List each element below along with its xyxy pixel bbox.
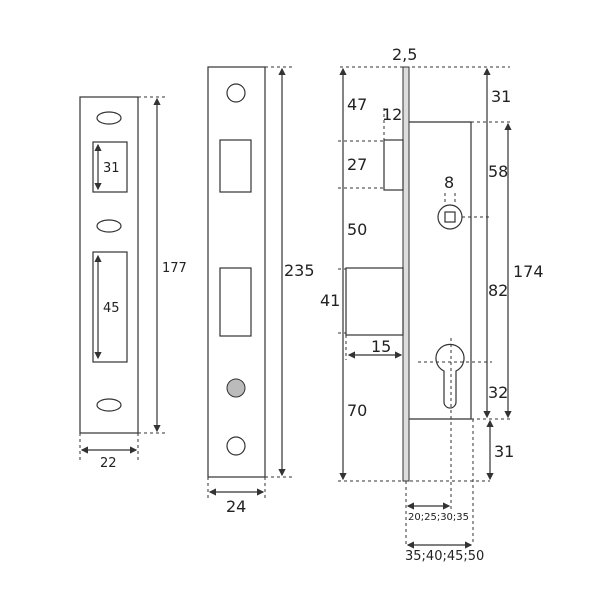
thickness-dim: 2,5	[392, 45, 417, 64]
bolt-to-bottom-dim: 70	[347, 401, 367, 420]
strike-plate: 31 45 177 22	[79, 96, 187, 471]
bottom-offset-dim: 31	[494, 442, 514, 461]
strike-height-dim: 177	[162, 261, 187, 276]
spindle-to-cylinder-dim: 82	[488, 281, 508, 300]
case-height-dim: 174	[513, 262, 544, 281]
top-to-spindle-dim: 58	[488, 162, 508, 181]
faceplate-height-dim: 235	[284, 261, 315, 280]
cutout-top-dim: 31	[103, 161, 120, 176]
latch-projection-dim: 12	[382, 105, 402, 124]
lock-body: 2,5 47 12 27 50 41 15 70 31 58 8 82 174 …	[320, 45, 544, 564]
latch-to-bolt-dim: 50	[347, 220, 367, 239]
faceplate: 235 24	[207, 66, 315, 516]
strike-width-dim: 22	[100, 456, 117, 471]
top-offset-dim: 31	[491, 87, 511, 106]
cutout-bottom-dim: 45	[103, 301, 120, 316]
bolt-projection-dim: 15	[371, 337, 391, 356]
spindle-dim: 8	[444, 173, 454, 192]
backset-dim: 20;25;30;35	[408, 512, 469, 523]
faceplate-width-dim: 24	[226, 497, 246, 516]
top-to-latch-dim: 47	[347, 95, 367, 114]
bolt-height-dim: 41	[320, 291, 340, 310]
latch-height-dim: 27	[347, 155, 367, 174]
case-depth-dim: 35;40;45;50	[405, 549, 484, 564]
cylinder-to-bottom-dim: 32	[488, 383, 508, 402]
